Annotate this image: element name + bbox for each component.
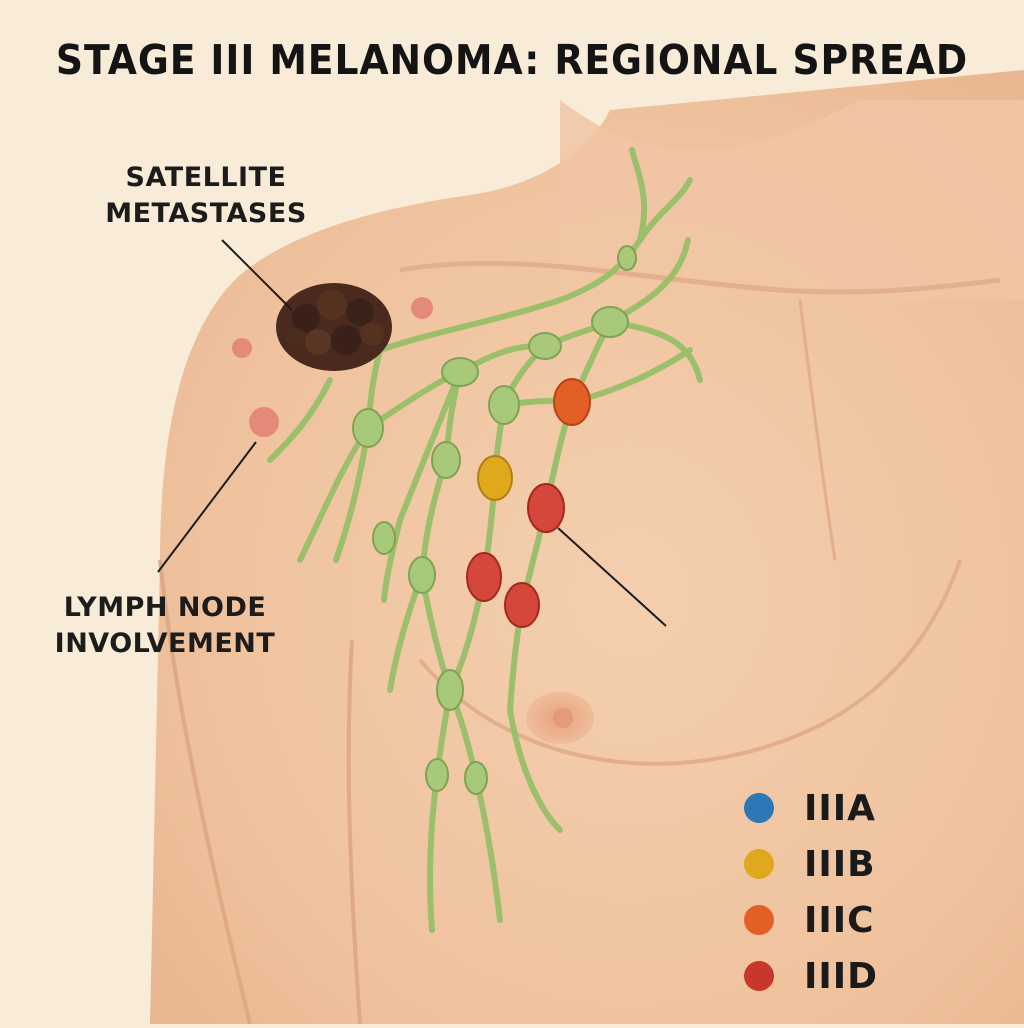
legend-label: IIIA	[804, 787, 877, 829]
node-iiic	[553, 378, 591, 426]
node-iiid	[527, 483, 565, 533]
legend-label: IIIC	[804, 899, 875, 941]
normal-lymph-nodes	[352, 245, 637, 795]
lymph-node	[431, 441, 461, 479]
lymph-node	[425, 758, 449, 792]
legend-dot	[744, 961, 774, 991]
lymph-label-line2: INVOLVEMENT	[54, 628, 276, 659]
lymph-node	[528, 332, 562, 360]
satellite-lesion	[411, 297, 433, 319]
legend-dot	[744, 905, 774, 935]
lymph-node	[441, 357, 479, 387]
satellite-label-line1: SATELLITE	[125, 162, 287, 193]
satellite-lesion	[249, 407, 279, 437]
node-leader-line	[557, 527, 667, 627]
legend-item-iiic: IIIC	[744, 892, 878, 948]
lymph-node-involvement-label: LYMPH NODE INVOLVEMENT	[40, 590, 290, 662]
lymph-label-line1: LYMPH NODE	[63, 592, 267, 623]
satellite-label-line2: METASTASES	[105, 198, 307, 229]
node-iiid	[504, 582, 540, 628]
diagram-title: STAGE III MELANOMA: REGIONAL SPREAD	[55, 36, 969, 84]
stage-legend: IIIA IIIB IIIC IIID	[744, 780, 878, 1004]
satellite-lesion	[232, 338, 252, 358]
lymph-node	[488, 385, 520, 425]
satellite-leader-line	[221, 239, 293, 311]
lymph-node	[372, 521, 396, 555]
lymph-node	[408, 556, 436, 594]
neck-shape	[560, 100, 1024, 300]
legend-item-iiib: IIIB	[744, 836, 878, 892]
arm-contour	[158, 559, 252, 1025]
lymph-node	[591, 306, 629, 338]
legend-label: IIIB	[804, 843, 876, 885]
clavicle-contour	[399, 260, 1001, 295]
armpit-contour	[346, 639, 362, 1025]
legend-dot	[744, 793, 774, 823]
lymph-leader-line	[157, 441, 257, 573]
satellite-lesions	[232, 297, 433, 437]
legend-item-iiid: IIID	[744, 948, 878, 1004]
node-iiib	[477, 455, 513, 501]
satellite-metastases-label: SATELLITE METASTASES	[86, 160, 326, 232]
lymph-node	[352, 408, 384, 448]
legend-dot	[744, 849, 774, 879]
primary-tumor	[276, 283, 392, 371]
legend-item-iiia: IIIA	[744, 780, 878, 836]
lymph-node	[436, 669, 464, 711]
sternum-contour	[798, 299, 837, 561]
legend-label: IIID	[804, 955, 879, 997]
lymph-node	[464, 761, 488, 795]
node-iiid	[466, 552, 502, 602]
lymph-node	[617, 245, 637, 271]
